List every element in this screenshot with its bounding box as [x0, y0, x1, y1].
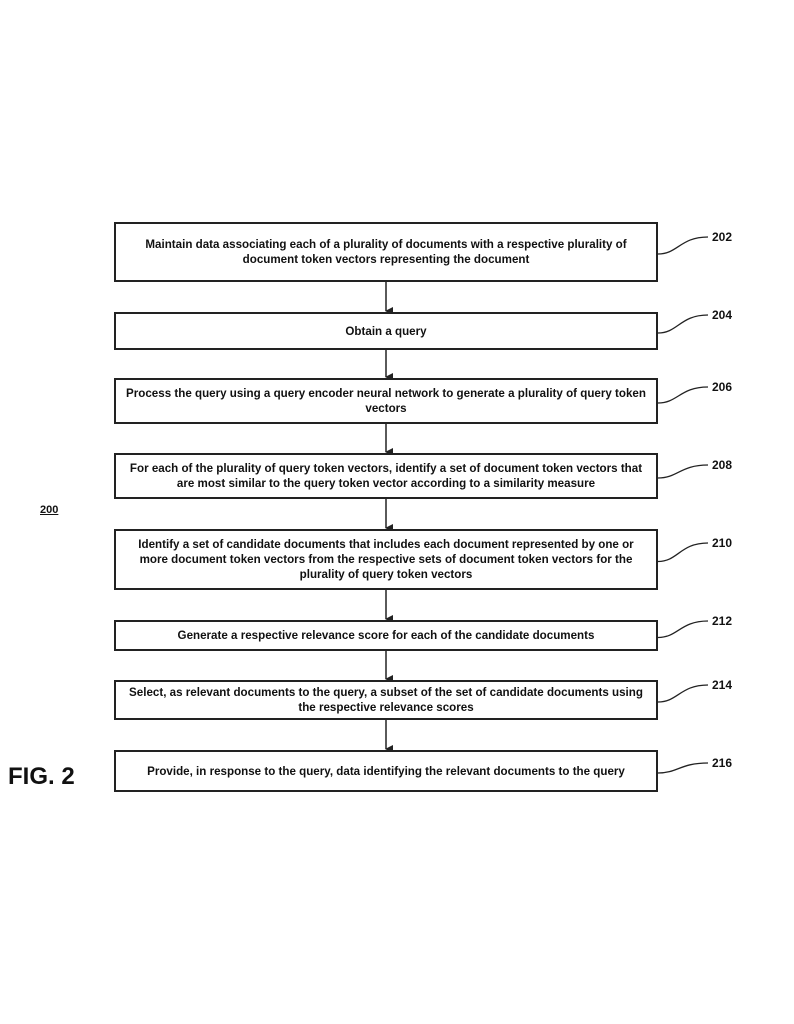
leader-line-204 [657, 314, 709, 334]
diagram-reference-number: 200 [40, 504, 59, 516]
step-box-210: Identify a set of candidate documents th… [114, 529, 658, 590]
step-text: Process the query using a query encoder … [126, 387, 646, 415]
reference-numeral-208: 208 [712, 458, 733, 472]
reference-numeral-214: 214 [712, 678, 733, 692]
reference-numeral-216: 216 [712, 756, 733, 770]
step-box-216: Provide, in response to the query, data … [114, 750, 658, 792]
step-box-204: Obtain a query [114, 312, 658, 350]
step-box-206: Process the query using a query encoder … [114, 378, 658, 424]
step-text: Identify a set of candidate documents th… [138, 538, 634, 581]
figure-label: FIG. 2 [8, 763, 75, 790]
reference-numeral-212: 212 [712, 614, 733, 628]
leader-line-212 [657, 620, 709, 639]
step-text: Select, as relevant documents to the que… [129, 686, 643, 714]
reference-numeral-210: 210 [712, 536, 733, 550]
reference-numeral-206: 206 [712, 380, 733, 394]
leader-line-202 [657, 236, 709, 255]
step-text: Generate a respective relevance score fo… [177, 629, 595, 642]
leader-line-214 [657, 684, 709, 703]
step-box-202: Maintain data associating each of a plur… [114, 222, 658, 282]
step-box-214: Select, as relevant documents to the que… [114, 680, 658, 720]
step-box-212: Generate a respective relevance score fo… [114, 620, 658, 651]
step-text: For each of the plurality of query token… [129, 462, 643, 490]
leader-line-206 [657, 386, 709, 404]
reference-numeral-204: 204 [712, 308, 733, 322]
leader-line-216 [657, 762, 709, 774]
reference-numeral-202: 202 [712, 230, 733, 244]
step-text: Obtain a query [345, 324, 427, 338]
leader-line-210 [657, 542, 709, 563]
step-text: Provide, in response to the query, data … [147, 764, 625, 778]
step-box-208: For each of the plurality of query token… [114, 453, 658, 499]
step-text: Maintain data associating each of a plur… [145, 238, 627, 266]
leader-line-208 [657, 464, 709, 479]
